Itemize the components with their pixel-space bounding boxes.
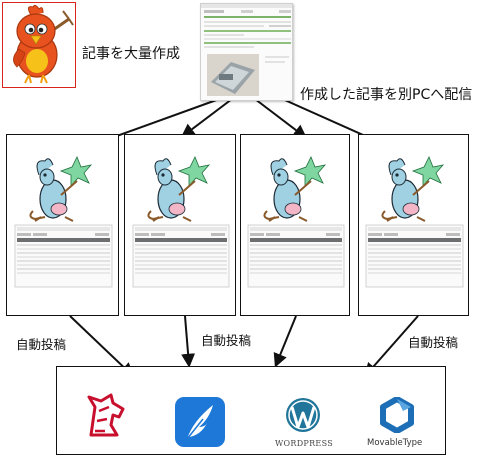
pc-box-2 [124, 134, 236, 316]
deliver-to-pc-label: 作成した記事を別PCへ配信 [300, 87, 473, 103]
bird-mascot-frame [2, 2, 76, 88]
article-editor-screenshot [200, 3, 293, 101]
arrow-pc4-down [364, 315, 419, 378]
auto-post-label-1: 自動投稿 [16, 337, 67, 352]
mouse-mascot-icon [132, 156, 230, 288]
editor-screen-thumbnail [201, 4, 292, 100]
arrow-to-pc-2 [180, 98, 233, 138]
mouse-mascot-icon [365, 156, 464, 288]
feather-app-icon [175, 397, 225, 447]
mouse-mascot-icon [14, 156, 113, 288]
movabletype-icon [380, 397, 414, 433]
blog-platforms-box: WORDPRESS MovableType [56, 366, 446, 455]
hatena-blog-icon [87, 393, 125, 437]
wordpress-wordmark: WORDPRESS [275, 439, 333, 448]
movabletype-wordmark: MovableType [367, 438, 423, 448]
bird-mascot-icon [3, 3, 75, 87]
mouse-mascot-icon [247, 156, 345, 288]
auto-post-label-2: 自動投稿 [201, 333, 252, 348]
auto-post-label-3: 自動投稿 [408, 335, 459, 350]
pc-box-4 [358, 134, 469, 316]
pc-box-3 [240, 134, 350, 316]
arrow-to-pc-3 [254, 98, 308, 139]
wordpress-icon [286, 398, 320, 432]
pc-box-1 [6, 134, 119, 316]
arrow-pc2-down [181, 315, 196, 368]
bulk-create-label: 記事を大量作成 [82, 46, 180, 62]
arrow-pc3-down [273, 315, 297, 368]
arrow-pc1-down [69, 315, 135, 377]
